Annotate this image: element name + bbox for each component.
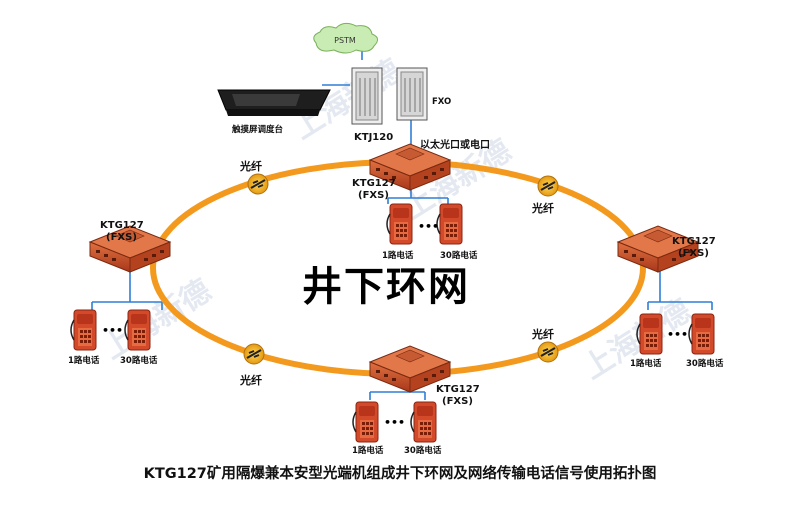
ring-center-label: 井下环网 (302, 264, 470, 310)
phone-icon (124, 309, 151, 351)
fiber-coupler: 光纤 (531, 327, 559, 363)
phone-icon (352, 401, 379, 443)
ktj120-label: KTJ120 (354, 132, 393, 143)
left-node-link (91, 258, 163, 310)
fiber-couplers: 光纤 光纤 光纤 光纤 (239, 159, 559, 387)
fiber-coupler: 光纤 (239, 159, 269, 195)
top-node-link (387, 188, 449, 204)
phone-last-label: 30路电话 (440, 250, 478, 261)
node-type-label: (FXS) (678, 248, 709, 259)
phone-first-label: 1路电话 (382, 250, 414, 261)
fiber-label: 光纤 (239, 159, 262, 173)
node-model-label: KTG127 (672, 236, 716, 247)
node-type-label: (FXS) (358, 190, 389, 201)
dispatch-console: 触摸屏调度台 (217, 89, 331, 135)
phone-icon (636, 313, 663, 355)
fxo-label: FXO (432, 97, 451, 107)
ktg127-node-bottom: KTG127 (FXS) (369, 345, 480, 407)
node-model-label: KTG127 (436, 384, 480, 395)
phone-icon (688, 313, 715, 355)
fiber-coupler: 光纤 (531, 175, 559, 215)
phone-ellipsis: ••• (418, 220, 439, 233)
phone-group-right: ••• 1路电话 30路电话 (630, 313, 724, 369)
node-model-label: KTG127 (100, 220, 144, 231)
ktg127-node-top: KTG127 (FXS) (352, 143, 451, 201)
ktg127-node-left: KTG127 (FXS) (89, 220, 171, 273)
ktj120-device: FXO KTJ120 以太光口或电口 (351, 67, 490, 151)
phone-first-label: 1路电话 (630, 358, 662, 369)
node-type-label: (FXS) (442, 396, 473, 407)
fiber-label: 光纤 (239, 373, 262, 387)
console-label: 触摸屏调度台 (231, 124, 284, 135)
phone-icon (70, 309, 97, 351)
ethernet-label: 以太光口或电口 (420, 138, 490, 151)
ktg127-node-right: KTG127 (FXS) (617, 225, 716, 273)
node-model-label: KTG127 (352, 178, 396, 189)
fiber-label: 光纤 (531, 201, 554, 215)
phone-group-bottom: ••• 1路电话 30路电话 (352, 401, 442, 456)
node-type-label: (FXS) (106, 232, 137, 243)
phone-ellipsis: ••• (102, 324, 123, 337)
phone-first-label: 1路电话 (352, 445, 384, 456)
phone-icon (386, 203, 413, 245)
phone-last-label: 30路电话 (120, 355, 158, 366)
phone-icon (410, 401, 437, 443)
fiber-coupler: 光纤 (239, 343, 265, 387)
diagram-caption: KTG127矿用隔爆兼本安型光端机组成井下环网及网络传输电话信号使用拓扑图 (144, 464, 657, 482)
phone-first-label: 1路电话 (68, 355, 100, 366)
pstm-label: PSTM (334, 36, 356, 45)
phone-icon (436, 203, 463, 245)
phone-group-left: ••• 1路电话 30路电话 (68, 309, 158, 366)
fiber-label: 光纤 (531, 327, 554, 341)
phone-last-label: 30路电话 (686, 358, 724, 369)
phone-last-label: 30路电话 (404, 445, 442, 456)
pstm-cloud: PSTM (313, 22, 378, 54)
phone-ellipsis: ••• (384, 416, 405, 429)
phone-group-top: ••• 1路电话 30路电话 (382, 203, 478, 261)
phone-ellipsis: ••• (667, 328, 688, 341)
right-node-link (647, 260, 713, 310)
